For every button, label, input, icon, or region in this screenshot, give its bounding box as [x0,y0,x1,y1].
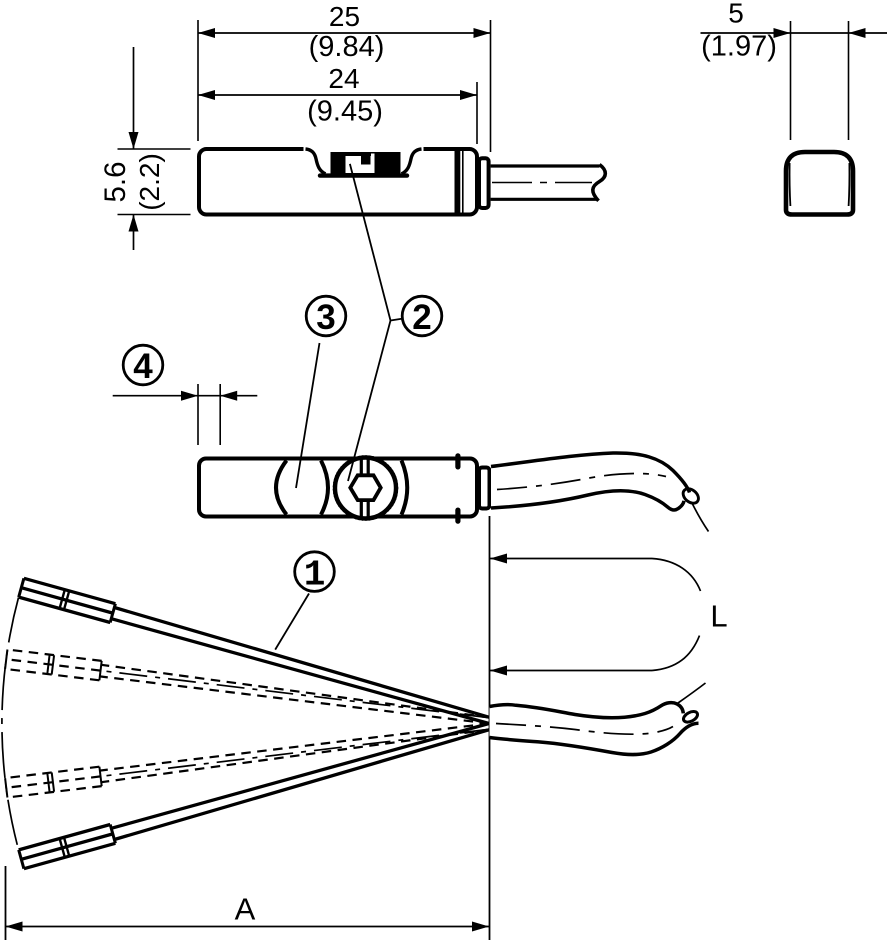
svg-text:24: 24 [328,63,359,94]
svg-text:4: 4 [133,347,153,386]
svg-text:L: L [710,599,727,634]
svg-text:(1.97): (1.97) [701,31,777,63]
svg-text:1: 1 [304,555,326,596]
svg-text:(2.2): (2.2) [134,153,165,211]
svg-text:A: A [235,892,256,927]
svg-text:5: 5 [728,0,744,29]
svg-text:5.6: 5.6 [99,161,132,202]
svg-text:25: 25 [329,1,360,32]
svg-text:2: 2 [412,298,431,337]
svg-text:3: 3 [316,298,335,337]
svg-text:(9.45): (9.45) [307,96,383,128]
svg-text:(9.84): (9.84) [309,31,385,63]
